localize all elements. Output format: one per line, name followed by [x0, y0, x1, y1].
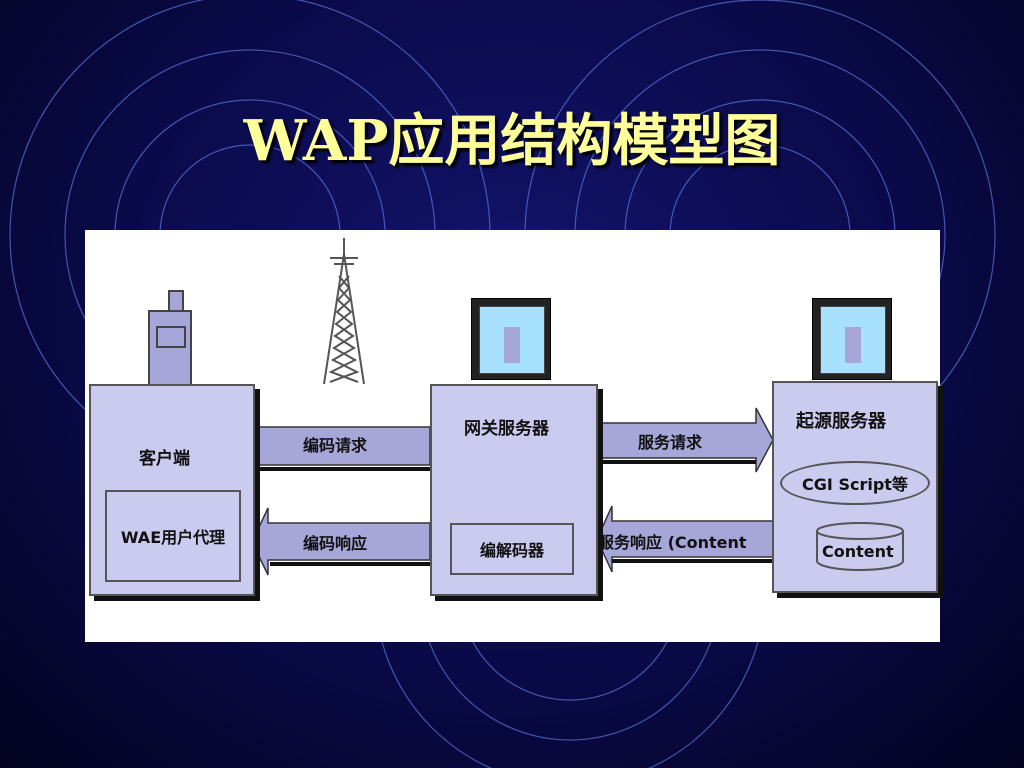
service-request-arrow [593, 407, 774, 473]
content-database-icon [816, 522, 904, 571]
gateway-label: 网关服务器 [464, 419, 549, 439]
service-request-label: 服务请求 [638, 433, 703, 452]
codec-box: 编解码器 [450, 523, 574, 575]
origin-server-label: 起源服务器 [796, 411, 886, 432]
service-response-label: 服务响应 (Content [598, 533, 747, 552]
cgi-script-label: CGI Script等 [802, 475, 908, 494]
service-response-arrow [596, 505, 774, 573]
cgi-script-ellipse: CGI Script等 [780, 461, 930, 505]
gateway-box: 网关服务器 编解码器 [430, 384, 598, 596]
client-label: 客户端 [139, 449, 190, 469]
gateway-monitor-icon [471, 298, 551, 380]
slide-title: WAP应用结构模型图 [243, 108, 781, 174]
encoded-request-label: 编码请求 [303, 436, 368, 455]
wae-user-agent-box: WAE用户代理 [105, 490, 241, 582]
origin-server-box: 起源服务器 CGI Script等 Content [772, 381, 938, 593]
origin-monitor-icon [812, 298, 892, 380]
client-box: 客户端 WAE用户代理 [89, 384, 255, 596]
arrows-layer [251, 407, 774, 576]
content-label: Content [822, 542, 894, 561]
mobile-phone-icon [148, 290, 192, 390]
encoded-response-label: 编码响应 [303, 534, 368, 553]
encoded-response-arrow [251, 507, 431, 576]
diagram-panel: 编码请求 编码响应 服务请求 服务响应 (Content 客户端 WAE用户代理… [85, 230, 940, 642]
radio-tower-icon [323, 238, 365, 385]
